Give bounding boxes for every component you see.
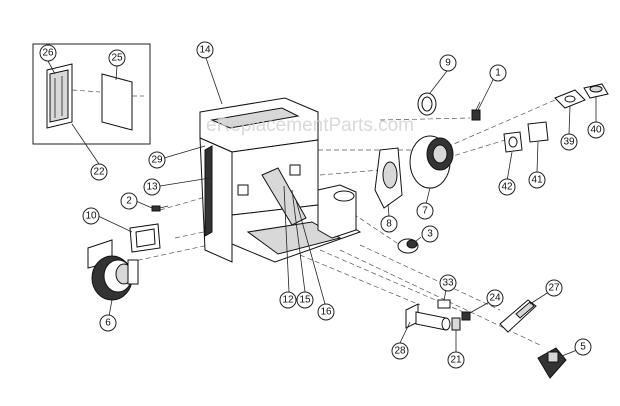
callout-label: 6	[105, 318, 111, 329]
callout-label: 25	[111, 53, 123, 64]
part-7-blower	[409, 135, 454, 189]
part-1-switch	[471, 101, 481, 121]
part-9-ring	[417, 92, 437, 116]
callout-label: 21	[450, 355, 462, 366]
callout-label: 26	[42, 48, 54, 59]
part-27-igniter	[499, 299, 537, 333]
callout-39[interactable]: 39	[560, 133, 578, 151]
callout-label: 40	[590, 125, 602, 136]
callout-label: 5	[580, 342, 586, 353]
part-39-flange	[554, 89, 586, 109]
part-5-valve	[537, 347, 567, 379]
callout-label: 9	[445, 58, 451, 69]
callout-1[interactable]: 1	[489, 64, 507, 82]
callout-12[interactable]: 12	[279, 291, 297, 309]
part-25-panel	[101, 73, 133, 131]
callout-label: 15	[299, 295, 311, 306]
callout-label: 3	[427, 229, 433, 240]
callout-label: 27	[548, 283, 560, 294]
callout-15[interactable]: 15	[296, 291, 314, 309]
callout-label: 8	[386, 219, 392, 230]
part-10-gasket	[129, 223, 161, 253]
callout-label: 10	[85, 211, 97, 222]
part-28-tube	[405, 303, 451, 331]
callouts: 1 2 3 5 6 7 8 9 10 12 13 14 15 16 21 22 …	[39, 41, 605, 369]
part-41-plate	[527, 121, 549, 143]
callout-33[interactable]: 33	[439, 274, 457, 292]
callout-9[interactable]: 9	[439, 54, 457, 72]
callout-29[interactable]: 29	[148, 151, 166, 169]
part-42-gasket	[503, 131, 523, 153]
callout-label: 41	[531, 175, 543, 186]
callout-14[interactable]: 14	[196, 41, 214, 59]
callout-13[interactable]: 13	[143, 178, 161, 196]
callout-2[interactable]: 2	[120, 192, 138, 210]
callout-label: 33	[442, 278, 454, 289]
callout-label: 42	[501, 182, 513, 193]
callout-27[interactable]: 27	[545, 279, 563, 297]
watermark-text: eReplacementParts.com	[206, 115, 414, 136]
callout-8[interactable]: 8	[380, 215, 398, 233]
callout-label: 24	[489, 293, 501, 304]
part-8-gasket	[374, 147, 403, 209]
callout-label: 28	[394, 346, 406, 357]
callout-26[interactable]: 26	[39, 44, 57, 62]
inset-panel	[32, 43, 151, 145]
callout-7[interactable]: 7	[416, 202, 434, 220]
callout-label: 2	[126, 196, 132, 207]
callout-label: 29	[151, 155, 163, 166]
callout-42[interactable]: 42	[498, 178, 516, 196]
part-2-screw	[151, 205, 169, 212]
callout-41[interactable]: 41	[528, 171, 546, 189]
callout-label: 22	[93, 167, 105, 178]
callout-label: 39	[563, 137, 575, 148]
callout-label: 7	[422, 206, 428, 217]
callout-label: 1	[495, 68, 501, 79]
part-21-fitting	[451, 317, 461, 331]
callout-24[interactable]: 24	[486, 289, 504, 307]
part-33-clip	[437, 299, 451, 309]
callout-22[interactable]: 22	[90, 163, 108, 181]
callout-16[interactable]: 16	[317, 303, 335, 321]
part-40-collar	[583, 83, 609, 99]
callout-40[interactable]: 40	[587, 121, 605, 139]
part-3-motor	[397, 238, 419, 254]
callout-label: 13	[146, 182, 158, 193]
part-6-blower	[87, 239, 139, 301]
callout-label: 14	[199, 45, 211, 56]
callout-21[interactable]: 21	[447, 351, 465, 369]
callout-3[interactable]: 3	[421, 225, 439, 243]
callout-5[interactable]: 5	[574, 338, 592, 356]
callout-25[interactable]: 25	[108, 49, 126, 67]
part-26-bracket	[46, 63, 73, 129]
callout-28[interactable]: 28	[391, 342, 409, 360]
callout-label: 12	[282, 295, 294, 306]
callout-6[interactable]: 6	[99, 314, 117, 332]
part-24-sensor	[461, 311, 471, 321]
callout-10[interactable]: 10	[82, 207, 100, 225]
callout-label: 16	[320, 307, 332, 318]
